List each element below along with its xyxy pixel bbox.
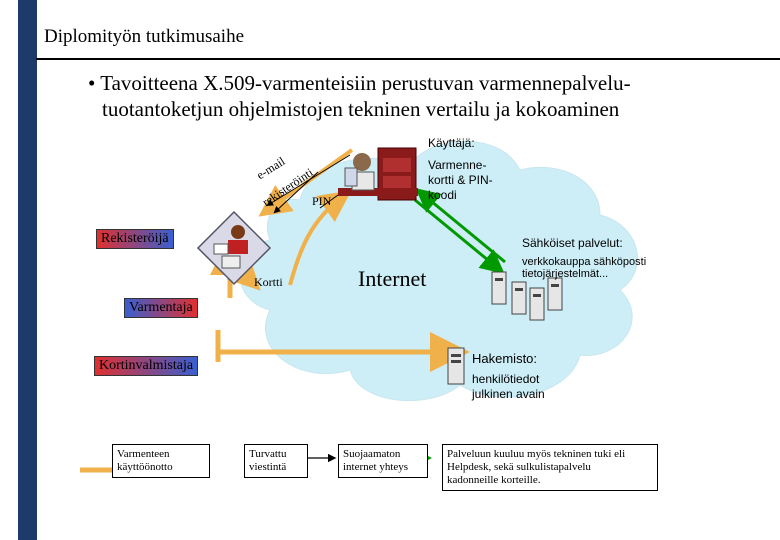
directory-label: Hakemisto:: [472, 351, 538, 366]
services-servers-icon: [491, 271, 563, 321]
legend-note-line-2: Helpdesk, sekä sulkulistapalvelu: [447, 461, 591, 473]
directory-server-icon: [447, 347, 465, 385]
services-detail-line-1: verkkokauppa sähköposti: [522, 256, 647, 268]
slide-title: Diplomityön tutkimusaihe: [44, 26, 245, 47]
user-detail: Varmenne- kortti & PIN- koodi: [428, 158, 493, 203]
legend-insecure-line-1: Suojaamaton: [343, 448, 401, 460]
user-detail-line-2: kortti & PIN-: [428, 173, 493, 187]
registrar-label: Rekisteröijä: [96, 229, 174, 249]
slide-sidebar-bar: [18, 0, 37, 540]
user-label: Käyttäjä:: [428, 136, 475, 150]
title-underline: [36, 58, 780, 60]
card-maker-label: Kortinvalmistaja: [94, 356, 199, 376]
internet-label: Internet: [358, 266, 427, 291]
card-label: Kortti: [254, 275, 283, 289]
bullet-line-1: • Tavoitteena X.509-varmenteisiin perust…: [88, 71, 631, 95]
legend-insecure-connection: Suojaamaton internet yhteys: [338, 444, 428, 478]
services-detail: verkkokauppa sähköposti tietojärjestelmä…: [522, 256, 646, 280]
legend-insecure-line-2: internet yhteys: [343, 461, 409, 473]
services-label: Sähköiset palvelut:: [522, 236, 623, 250]
registrar-icon: [196, 210, 272, 286]
bullet-text: • Tavoitteena X.509-varmenteisiin perust…: [88, 70, 768, 122]
user-detail-line-3: koodi: [428, 188, 457, 202]
legend-secure-line-2: viestintä: [249, 461, 287, 473]
services-detail-line-2: tietojärjestelmät...: [522, 268, 609, 280]
legend-note-line-1: Palveluun kuuluu myös tekninen tuki eli: [447, 448, 626, 460]
legend-cert-deployment: Varmenteen käyttöönotto: [112, 444, 210, 478]
user-detail-line-1: Varmenne-: [428, 158, 487, 172]
legend-secure-messaging: Turvattu viestintä: [244, 444, 308, 478]
legend-secure-line-1: Turvattu: [249, 448, 287, 460]
directory-detail: henkilötiedot julkinen avain: [472, 372, 545, 402]
legend-note-line-3: kadonneille korteille.: [447, 474, 541, 486]
directory-detail-line-2: julkinen avain: [472, 387, 545, 401]
bullet-line-2: tuotantoketjun ohjelmistojen tekninen ve…: [102, 97, 620, 121]
ca-label: Varmentaja: [124, 298, 198, 318]
legend-note: Palveluun kuuluu myös tekninen tuki eli …: [442, 444, 658, 491]
legend-cert-deployment-line-2: käyttöönotto: [117, 461, 173, 473]
pin-label: PIN: [312, 194, 332, 208]
legend-cert-deployment-line-1: Varmenteen: [117, 448, 170, 460]
user-desk-icon: [338, 147, 418, 201]
arrow-registration: [273, 171, 319, 214]
arrow-services-to-user: [415, 188, 506, 264]
arrow-card-to-user: [288, 190, 352, 286]
directory-detail-line-1: henkilötiedot: [472, 372, 540, 386]
